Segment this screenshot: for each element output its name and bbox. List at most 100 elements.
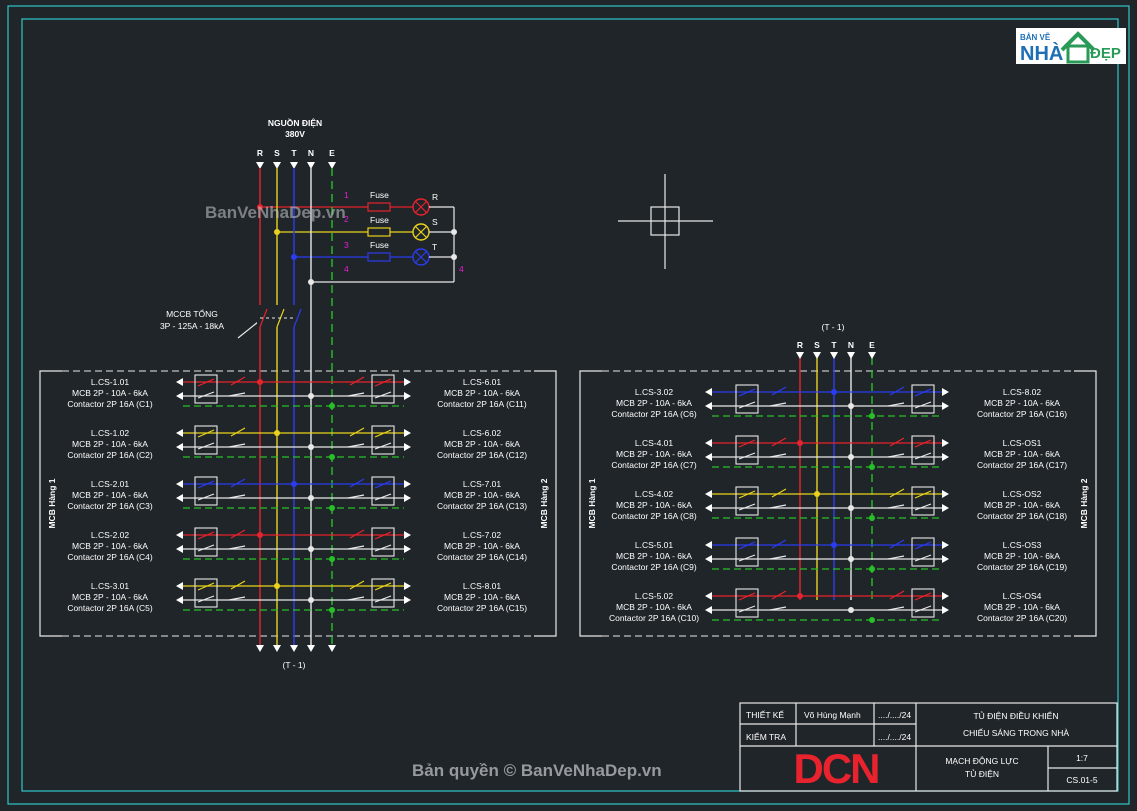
lamp-cross-b-3	[414, 250, 428, 264]
row-1-mcb-p-r	[349, 376, 365, 386]
row-2-earth-dot	[869, 464, 875, 470]
right-item-2-contactor: Contactor 2P 16A (C12)	[437, 450, 527, 460]
row-5-earth-dot	[869, 617, 875, 623]
row-3-right-arrow-n	[942, 504, 949, 512]
mccb-blade-3	[293, 308, 302, 328]
row-3-contactor-l	[735, 486, 759, 516]
line-number-4-right: 4	[459, 264, 464, 274]
row-5-contact-b-l	[738, 605, 756, 613]
left-item-5-mcb: MCB 2P - 10A - 6kA	[616, 602, 692, 612]
source-arrow-e	[328, 162, 336, 169]
right-item-5-name: L.CS-8.01	[463, 581, 502, 591]
row-3-contactor-r	[911, 486, 935, 516]
row-2-neutral-dot	[848, 454, 854, 460]
row-label-left: MCB Hàng 1	[587, 478, 597, 528]
source-arrow-s	[273, 162, 281, 169]
row-4-mcb-n-r	[347, 545, 365, 550]
left-item-5-contactor: Contactor 2P 16A (C10)	[609, 613, 699, 623]
row-5-contactor-l	[194, 578, 218, 608]
fuse-label-3: Fuse	[370, 240, 389, 250]
row-1-left-arrow-p	[176, 378, 183, 386]
watermark-copyright: Bản quyền © BanVeNhaDep.vn	[412, 761, 662, 780]
row-2-earth-dot	[329, 454, 335, 460]
line-number-2: 2	[344, 214, 349, 224]
fuse-label-2: Fuse	[370, 215, 389, 225]
line-number-4: 4	[344, 264, 349, 274]
row-3-mcb-p-r	[889, 488, 905, 498]
lamp-cross-b-2	[414, 225, 428, 239]
row-4-mcb-p-l	[230, 529, 246, 539]
row-1-mcb-n-l	[769, 402, 787, 407]
row-3-mcb-n-r	[347, 494, 365, 499]
right-item-5-mcb: MCB 2P - 10A - 6kA	[984, 602, 1060, 612]
row-5-contact-a-r	[374, 582, 392, 591]
row-5-neutral-dot	[848, 607, 854, 613]
row-3-mcb-n-l	[228, 494, 246, 499]
row-2-contact-b-r	[914, 452, 932, 460]
row-2-mcb-n-r	[887, 453, 905, 458]
row-5-mcb-p-l	[230, 580, 246, 590]
row-1-mcb-n-l	[228, 392, 246, 397]
row-3-neutral-dot	[848, 505, 854, 511]
panel2-phase-n: N	[848, 340, 854, 350]
row-1-contact-b-l	[738, 401, 756, 409]
row-4-contactor-r	[911, 537, 935, 567]
indicator-lamp-circuit: 1 2 3 4 Fuse Fuse Fuse R S T 4	[257, 190, 464, 285]
row-3-phase-dot	[291, 481, 297, 487]
row-3-earth-dot	[329, 505, 335, 511]
left-item-4-name: L.CS-2.02	[91, 530, 130, 540]
left-item-1-contactor: Contactor 2P 16A (C6)	[611, 409, 697, 419]
row-2-contact-b-l	[738, 452, 756, 460]
line-number-1: 1	[344, 190, 349, 200]
row-3-mcb-p-l	[771, 488, 787, 498]
panel2-t1-label: (T - 1)	[822, 322, 845, 332]
row-4-right-arrow-n	[404, 545, 411, 553]
row-4-contactor-r	[371, 527, 395, 557]
row-1-right-arrow-n	[942, 402, 949, 410]
left-item-2-name: L.CS-1.02	[91, 428, 130, 438]
row-1-contactor-r	[371, 374, 395, 404]
row-5-left-arrow-p	[705, 592, 712, 600]
row-3-left-arrow-p	[176, 480, 183, 488]
row-1-mcb-n-r	[347, 392, 365, 397]
left-item-2-mcb: MCB 2P - 10A - 6kA	[616, 449, 692, 459]
row-1-right-arrow-n	[404, 392, 411, 400]
row-1-contactor-l	[735, 384, 759, 414]
fuse-2	[367, 227, 391, 237]
row-2-left-arrow-n	[705, 453, 712, 461]
row-2-contact-b-l	[197, 442, 215, 450]
row-5-phase-dot	[274, 583, 280, 589]
right-item-2-mcb: MCB 2P - 10A - 6kA	[444, 439, 520, 449]
row-2-left-arrow-p	[705, 439, 712, 447]
row-1-mcb-p-l	[771, 386, 787, 396]
left-item-1-name: L.CS-3.02	[635, 387, 674, 397]
left-item-2-mcb: MCB 2P - 10A - 6kA	[72, 439, 148, 449]
drawing-title-line1: MẠCH ĐỘNG LỰC	[945, 756, 1018, 766]
row-1-contact-a-r	[914, 388, 932, 397]
row-5-contactor-r	[371, 578, 395, 608]
title-block: THIẾT KẾ Võ Hùng Mạnh ..../..../24 KIỂM …	[739, 702, 1118, 792]
row-3-contact-a-l	[197, 480, 215, 489]
left-item-2-contactor: Contactor 2P 16A (C7)	[611, 460, 697, 470]
checker-label: KIỂM TRA	[746, 731, 786, 742]
mccb-gap-1	[257, 305, 263, 327]
row-1-right-arrow-p	[942, 388, 949, 396]
row-3-contact-a-l	[738, 490, 756, 499]
row-5-left-arrow-n	[176, 596, 183, 604]
panel2-phase-e: E	[869, 340, 875, 350]
right-item-2-mcb: MCB 2P - 10A - 6kA	[984, 449, 1060, 459]
row-5-mcb-p-l	[771, 590, 787, 600]
source-title: NGUỒN ĐIỆN	[268, 117, 322, 128]
row-label-left: MCB Hàng 1	[47, 478, 57, 528]
row-3-mcb-n-r	[887, 504, 905, 509]
row-2-contact-a-r	[914, 439, 932, 448]
left-item-4-contactor: Contactor 2P 16A (C9)	[611, 562, 697, 572]
row-1-mcb-p-l	[230, 376, 246, 386]
source-voltage: 380V	[285, 129, 305, 139]
drawing-title-line2: TỦ ĐIỆN	[965, 768, 999, 779]
row-2-right-arrow-n	[404, 443, 411, 451]
row-4-contact-a-l	[738, 541, 756, 550]
row-5-contact-a-r	[914, 592, 932, 601]
panel2-top-arrow-t	[830, 352, 838, 359]
row-1-left-arrow-n	[705, 402, 712, 410]
